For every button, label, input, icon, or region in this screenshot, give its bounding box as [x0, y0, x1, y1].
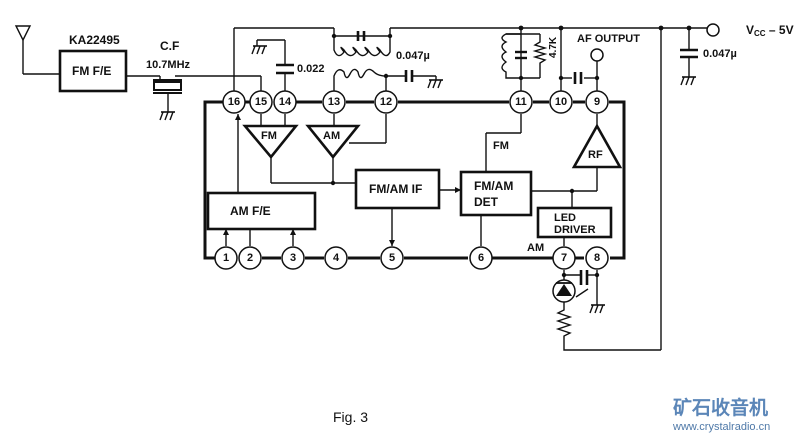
- pin-2: 2: [238, 246, 262, 270]
- svg-text:AM F/E: AM F/E: [230, 204, 271, 218]
- cf-label: C.F: [160, 39, 179, 53]
- led-driver-block: LED DRIVER: [536, 206, 613, 239]
- pin-5: 5: [380, 246, 404, 270]
- watermark-title: 矿石收音机: [673, 396, 768, 419]
- pin-10: 10: [549, 90, 573, 114]
- pin-16: 16: [222, 90, 246, 114]
- vcc-label: VCC – 5V: [746, 23, 794, 38]
- svg-text:FM/AM IF: FM/AM IF: [369, 182, 422, 196]
- pin-15: 15: [249, 90, 273, 114]
- ceramic-filter-icon: [153, 76, 182, 121]
- vcc-terminal-icon[interactable]: [706, 23, 720, 37]
- pin-12: 12: [374, 90, 398, 114]
- svg-text:12: 12: [380, 96, 392, 108]
- svg-text:4: 4: [333, 252, 340, 264]
- fm-signal-label: FM: [493, 140, 509, 152]
- pin-4: 4: [324, 246, 348, 270]
- svg-text:5: 5: [389, 252, 395, 264]
- capacitor-icon: [404, 70, 414, 82]
- pin-1: 1: [214, 246, 238, 270]
- svg-text:9: 9: [594, 96, 600, 108]
- inductor-icon: [333, 68, 387, 92]
- led-resistor-icon: [555, 302, 661, 351]
- pin-8: 8: [585, 246, 609, 270]
- svg-text:1: 1: [223, 252, 229, 264]
- svg-text:10: 10: [555, 96, 567, 108]
- svg-text:6: 6: [478, 252, 484, 264]
- pin-11: 11: [509, 90, 533, 114]
- cap-0047-vcc-label: 0.047µ: [703, 48, 737, 60]
- chip-name-label: KA22495: [69, 33, 120, 47]
- fm-amplifier: FM: [242, 124, 299, 160]
- svg-text:LED: LED: [554, 212, 576, 224]
- svg-text:FM/AM: FM/AM: [474, 179, 513, 193]
- af-output-label: AF OUTPUT: [577, 33, 640, 45]
- svg-text:3: 3: [290, 252, 296, 264]
- pin-13: 13: [322, 90, 346, 114]
- pin-14: 14: [273, 90, 297, 114]
- fm-front-end-block: FM F/E: [58, 49, 128, 93]
- svg-text:2: 2: [247, 252, 253, 264]
- pin-9: 9: [585, 90, 609, 114]
- af-output-terminal-icon[interactable]: [590, 48, 604, 62]
- svg-text:13: 13: [328, 96, 340, 108]
- am-signal-label: AM: [527, 242, 544, 254]
- am-front-end-block: AM F/E: [206, 191, 317, 231]
- ifttank-icon: [331, 31, 393, 57]
- am-amplifier: AM: [305, 124, 361, 160]
- rf-amplifier: RF: [571, 123, 623, 169]
- pin-3: 3: [281, 246, 305, 270]
- pin-6: 6: [469, 246, 493, 270]
- resistor-icon: [532, 34, 548, 78]
- cap-0022-label: 0.022: [297, 63, 325, 75]
- antenna-icon: [14, 25, 60, 75]
- fm-am-if-block: FM/AM IF: [354, 168, 441, 210]
- cf-frequency-label: 10.7MHz: [146, 59, 191, 71]
- svg-text:11: 11: [515, 96, 527, 108]
- watermark-url: www.crystalradio.cn: [672, 421, 770, 433]
- cap-0047-top-label: 0.047µ: [396, 50, 430, 62]
- svg-text:RF: RF: [588, 149, 603, 161]
- tank-inductor-icon: [501, 33, 540, 79]
- svg-text:DRIVER: DRIVER: [554, 224, 596, 236]
- figure-caption: Fig. 3: [333, 409, 368, 425]
- capacitor-0022-icon: [276, 63, 294, 75]
- svg-text:AM: AM: [323, 130, 340, 142]
- svg-text:7: 7: [561, 252, 567, 264]
- svg-text:8: 8: [594, 252, 600, 264]
- fm-am-detector-block: FM/AM DET: [459, 170, 533, 217]
- svg-text:DET: DET: [474, 195, 499, 209]
- svg-text:14: 14: [279, 96, 292, 108]
- svg-text:15: 15: [255, 96, 267, 108]
- svg-text:16: 16: [228, 96, 240, 108]
- led-icon: [552, 279, 589, 303]
- fm-fe-label: FM F/E: [72, 64, 111, 78]
- pin-7: 7: [552, 246, 576, 270]
- resistor-47k-label: 4.7K: [548, 36, 559, 58]
- svg-text:FM: FM: [261, 130, 277, 142]
